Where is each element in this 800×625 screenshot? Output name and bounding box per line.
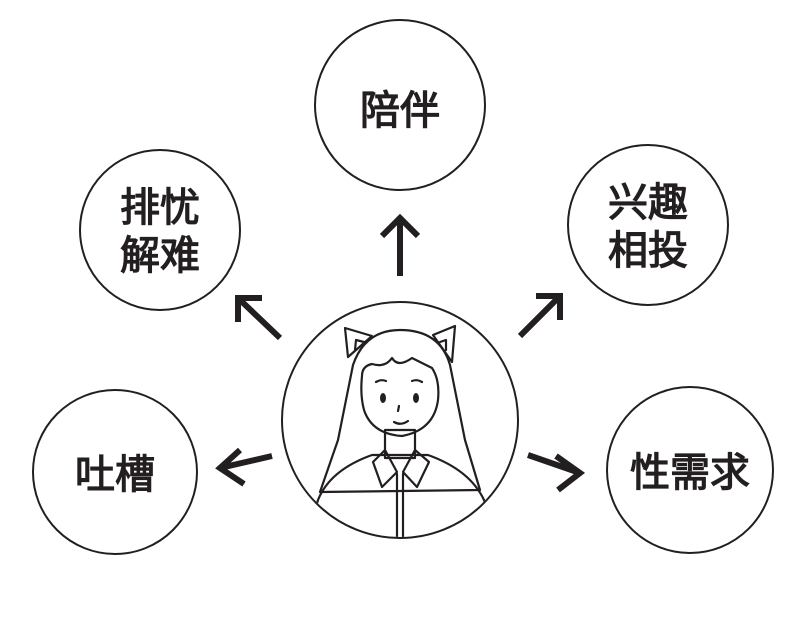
shirt (298, 453, 502, 537)
node-label-line1: 兴趣 (608, 180, 688, 226)
node-label-line1: 排忧 (120, 185, 200, 231)
node-venting: 吐槽 (32, 389, 198, 555)
collar (371, 448, 399, 489)
node-label-line2: 相投 (608, 228, 688, 274)
node-sexual-needs: 性需求 (606, 386, 774, 554)
cat-ear-left (343, 326, 374, 359)
node-label: 陪伴 (360, 88, 440, 134)
smile (392, 419, 410, 425)
hair (318, 328, 482, 494)
center-avatar (281, 301, 519, 539)
arrow-left-icon (215, 447, 273, 487)
arrow-upper-left-icon (235, 295, 283, 341)
face (360, 356, 440, 438)
eye-right (413, 393, 419, 403)
node-shared-interests: 兴趣 相投 (567, 144, 729, 306)
arrow-right-icon (527, 452, 586, 493)
arrow-upper-right-icon (517, 293, 563, 339)
node-label-line2: 解难 (120, 233, 200, 279)
node-label: 吐槽 (75, 452, 155, 498)
eye-left (380, 393, 386, 403)
node-label: 性需求 (630, 450, 750, 496)
node-problem-solving: 排忧 解难 (79, 149, 241, 311)
arrow-up-icon (379, 213, 421, 276)
node-companionship: 陪伴 (314, 19, 486, 191)
